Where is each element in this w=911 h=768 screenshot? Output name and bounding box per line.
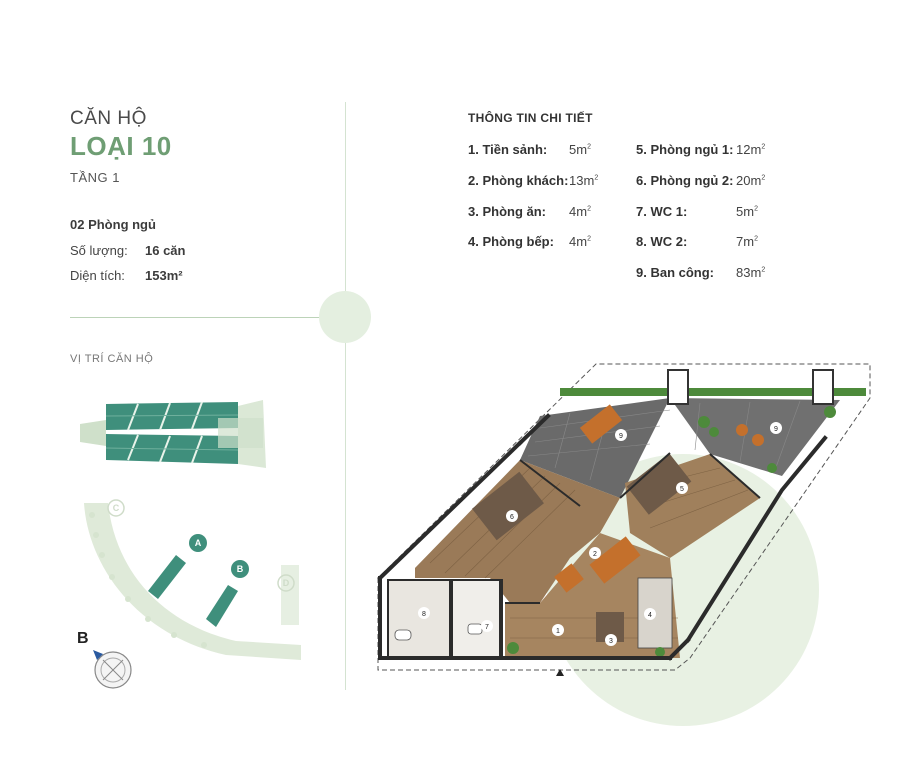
room-area: 83m2 [736,265,766,280]
floor-plan: 1 2 3 4 5 6 7 8 9 9 [377,363,871,676]
room-area: 5m2 [736,204,758,219]
room-area: 12m2 [736,142,766,157]
plan-room-6: 6 [510,514,514,521]
room-name: 8. WC 2: [636,234,688,249]
apartment-pre-title: CĂN HỘ [70,108,147,129]
room-area: 13m2 [569,173,599,188]
column-divider [345,102,346,690]
compass-icon [93,650,132,689]
plan-room-9b: 9 [774,426,778,433]
bedroom-count: 02 Phòng ngủ [70,217,156,232]
room-area: 5m2 [569,142,591,157]
block-a-label: A [195,538,202,548]
plan-room-7: 7 [485,624,489,631]
section-divider [70,317,322,318]
apartment-title: LOẠI 10 [70,131,172,161]
block-d-label: D [283,578,290,588]
plan-room-5: 5 [680,486,684,493]
room-name: 7. WC 1: [636,204,688,219]
room-name: 2. Phòng khách: [468,173,569,188]
details-title: THÔNG TIN CHI TIẾT [468,111,593,125]
area-label: Diện tích: [70,268,125,283]
room-name: 6. Phòng ngủ 2: [636,173,734,188]
compass-direction-label: B [77,630,89,647]
location-title: VỊ TRÍ CĂN HỘ [70,353,154,365]
floor-label: TẦNG 1 [70,170,120,185]
room-name: 5. Phòng ngủ 1: [636,142,734,157]
plan-room-9a: 9 [619,433,623,440]
plan-room-8: 8 [422,611,426,618]
room-area: 20m2 [736,173,766,188]
room-name: 4. Phòng bếp: [468,234,554,249]
site-plan: A B C D [84,499,301,660]
building-illustration [80,400,266,468]
plan-room-3: 3 [609,638,613,645]
block-c-label: C [113,503,120,513]
room-name: 1. Tiền sảnh: [468,142,548,157]
block-b-label: B [237,564,244,574]
divider-circle [319,291,371,343]
area-value: 153m² [145,268,183,283]
quantity-value: 16 căn [145,243,186,258]
room-area: 4m2 [569,234,591,249]
plan-room-2: 2 [593,551,597,558]
plan-room-1: 1 [556,628,560,635]
plan-room-4: 4 [648,612,652,619]
room-area: 7m2 [736,234,758,249]
room-area: 4m2 [569,204,591,219]
quantity-label: Số lượng: [70,243,128,258]
room-name: 9. Ban công: [636,265,715,280]
room-name: 3. Phòng ăn: [468,204,546,219]
